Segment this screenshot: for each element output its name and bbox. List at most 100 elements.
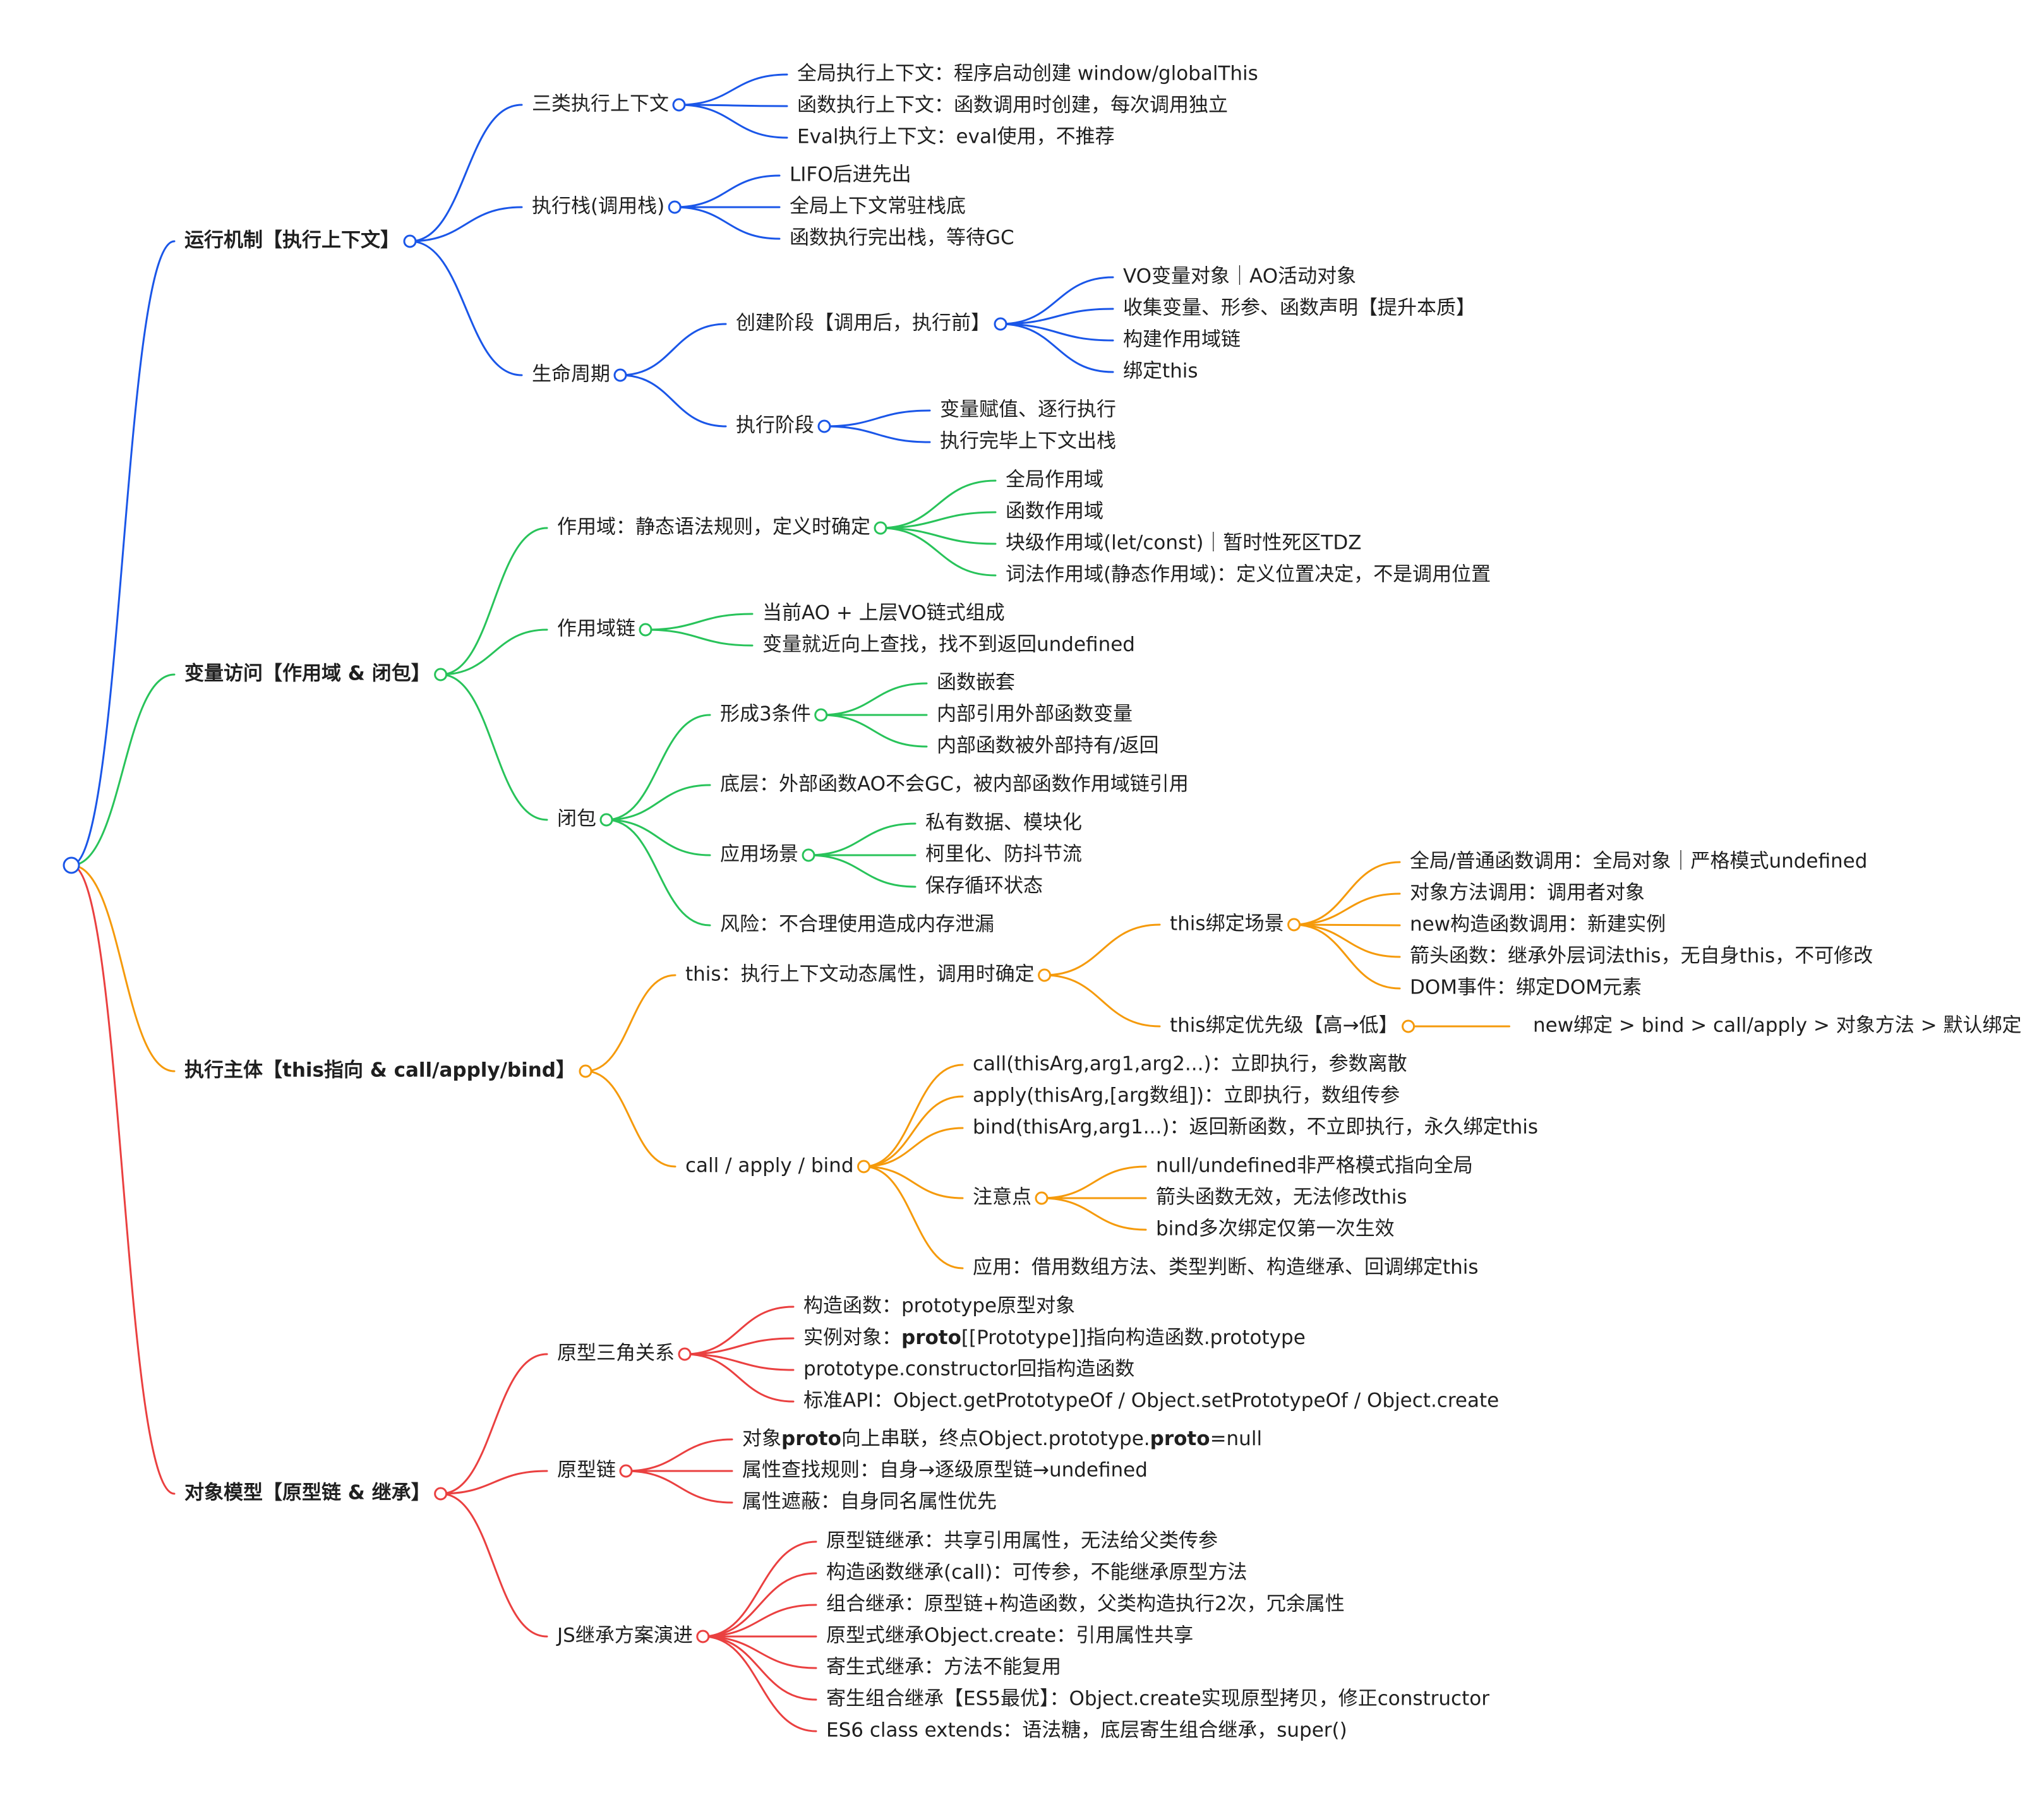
mindmap-node: 属性查找规则：自身→逐级原型链→undefined <box>742 1459 1148 1482</box>
mindmap-node: 词法作用域(静态作用域)：定义位置决定，不是调用位置 <box>1006 563 1491 586</box>
mindmap-node: 构建作用域链 <box>1123 328 1241 351</box>
mindmap-node: 内部引用外部函数变量 <box>937 703 1133 726</box>
branch-scope-edge <box>70 673 176 867</box>
mindmap-node: 块级作用域(let/const)｜暂时性死区TDZ <box>1006 532 1361 555</box>
mindmap-edge <box>879 511 997 529</box>
label-segment: 向上串联，终点Object.prototype. <box>841 1427 1150 1450</box>
mindmap-node: 底层：外部函数AO不会GC，被内部函数作用域链引用 <box>720 773 1189 796</box>
mindmap-node: call(thisArg,arg1,arg2...)：立即执行，参数离散 <box>973 1053 1407 1076</box>
branch-proto-label: 对象模型【原型链 & 继承】 <box>184 1482 431 1504</box>
mindmap-edge <box>1040 1197 1147 1231</box>
node-connector-dot[interactable] <box>613 368 627 382</box>
root-node-dot[interactable] <box>63 856 80 874</box>
node-connector-dot[interactable] <box>599 813 613 827</box>
mindmap-edge <box>1040 1165 1147 1199</box>
branch-runtime-label: 运行机制【执行上下文】 <box>184 229 400 252</box>
mindmap-node: this：执行上下文动态属性，调用时确定 <box>685 963 1035 986</box>
mindmap-node: 原型式继承Object.create：引用属性共享 <box>826 1624 1193 1647</box>
mindmap-edge <box>820 682 928 716</box>
branch-this-label: 执行主体【this指向 & call/apply/bind】 <box>184 1059 575 1082</box>
node-connector-dot[interactable] <box>403 234 417 248</box>
mindmap-edge <box>879 527 997 545</box>
mindmap-node: new绑定 > bind > call/apply > 对象方法 > 默认绑定 <box>1533 1014 2021 1037</box>
mindmap-edge <box>863 1064 964 1168</box>
mindmap-node: 函数作用域 <box>1006 500 1103 523</box>
branch-runtime-edge <box>70 240 176 867</box>
mindmap-node: 注意点 <box>973 1186 1031 1209</box>
branch-this-edge <box>70 864 176 1072</box>
mindmap-node: 保存循环状态 <box>925 875 1043 898</box>
mindmap-edge <box>1043 923 1161 976</box>
mindmap-edges <box>70 73 1511 1732</box>
mindmap-node: 执行栈(调用栈) <box>532 195 664 218</box>
mindmap-node: 形成3条件 <box>720 703 811 726</box>
mindmap-edge <box>823 409 931 428</box>
mindmap-edge <box>409 104 523 243</box>
node-connector-dot[interactable] <box>668 200 682 214</box>
mindmap-node: 柯里化、防抖节流 <box>925 843 1082 866</box>
node-connector-dot[interactable] <box>1038 968 1052 982</box>
node-connector-dot[interactable] <box>639 623 652 637</box>
mindmap-node: 标准API：Object.getPrototypeOf / Object.set… <box>803 1390 1499 1412</box>
mindmap-node: 执行完毕上下文出栈 <box>940 430 1116 453</box>
mindmap-edge <box>863 1127 964 1168</box>
node-connector-dot[interactable] <box>434 1487 448 1501</box>
node-connector-dot[interactable] <box>1035 1191 1049 1205</box>
node-connector-dot[interactable] <box>434 668 448 681</box>
mindmap-node: 函数执行上下文：函数调用时创建，每次调用独立 <box>797 94 1228 117</box>
mindmap-edge <box>605 714 711 821</box>
mindmap-edge <box>605 784 711 821</box>
mindmap-edge <box>1293 923 1401 958</box>
mindmap-edge <box>683 1353 795 1403</box>
mindmap-node: 箭头函数无效，无法修改this <box>1156 1186 1407 1209</box>
mindmap-node: 寄生组合继承【ES5最优】：Object.create实现原型拷贝，修正cons… <box>826 1688 1489 1710</box>
node-connector-dot[interactable] <box>696 1630 710 1643</box>
mindmap-node: 收集变量、形参、函数声明【提升本质】 <box>1123 297 1476 320</box>
mindmap-node: 内部函数被外部持有/返回 <box>937 735 1158 757</box>
mindmap-edge <box>823 425 931 443</box>
mindmap-edge <box>807 822 917 856</box>
bold-term: proto <box>901 1326 961 1349</box>
mindmap-edge <box>440 628 548 676</box>
node-connector-dot[interactable] <box>672 98 686 112</box>
mindmap-node: 箭头函数：继承外层词法this，无自身this，不可修改 <box>1410 945 1873 968</box>
mindmap-edge <box>678 104 788 139</box>
mindmap-edge <box>605 819 711 927</box>
mindmap-edge <box>644 628 754 647</box>
mindmap-node: 变量就近向上查找，找不到返回undefined <box>762 633 1135 656</box>
mindmap-edge <box>625 1438 733 1472</box>
node-connector-dot[interactable] <box>817 419 831 433</box>
mindmap-edge <box>440 673 548 821</box>
mindmap-edge <box>999 308 1114 325</box>
mindmap-edge <box>584 1070 676 1168</box>
node-connector-dot[interactable] <box>857 1160 870 1174</box>
node-connector-dot[interactable] <box>1402 1019 1416 1033</box>
node-connector-dot[interactable] <box>619 1464 633 1478</box>
node-connector-dot[interactable] <box>678 1347 692 1361</box>
node-connector-dot[interactable] <box>1287 918 1301 932</box>
mindmap-node: 作用域链 <box>557 618 635 640</box>
label-segment: [[Prototype]]指向构造函数.prototype <box>961 1326 1306 1349</box>
mindmap-node: 生命周期 <box>532 363 610 386</box>
mindmap-node: call / apply / bind <box>685 1155 854 1177</box>
node-connector-dot[interactable] <box>814 708 828 722</box>
mindmap-node: null/undefined非严格模式指向全局 <box>1156 1155 1473 1177</box>
mindmap-edge <box>1293 923 1401 990</box>
node-connector-dot[interactable] <box>802 848 815 862</box>
mindmap-node: 组合继承：原型链+构造函数，父类构造执行2次，冗余属性 <box>826 1593 1345 1616</box>
mindmap-node: 全局执行上下文：程序启动创建 window/globalThis <box>797 63 1258 85</box>
mindmap-node: ES6 class extends：语法糖，底层寄生组合继承，super() <box>826 1719 1347 1742</box>
mindmap-node: 闭包 <box>557 808 596 831</box>
mindmap-node: bind多次绑定仅第一次生效 <box>1156 1218 1395 1240</box>
mindmap-edge <box>619 374 727 428</box>
mindmap-edge <box>820 714 928 748</box>
node-connector-dot[interactable] <box>579 1064 592 1078</box>
mindmap-node: 实例对象：proto[[Prototype]]指向构造函数.prototype <box>803 1326 1306 1349</box>
mindmap-edge <box>999 323 1114 373</box>
node-connector-dot[interactable] <box>994 317 1007 331</box>
mindmap-node: VO变量对象｜AO活动对象 <box>1123 265 1356 288</box>
mindmap-edge <box>683 1306 795 1355</box>
mindmap-edge <box>440 1492 548 1638</box>
node-connector-dot[interactable] <box>874 521 887 535</box>
